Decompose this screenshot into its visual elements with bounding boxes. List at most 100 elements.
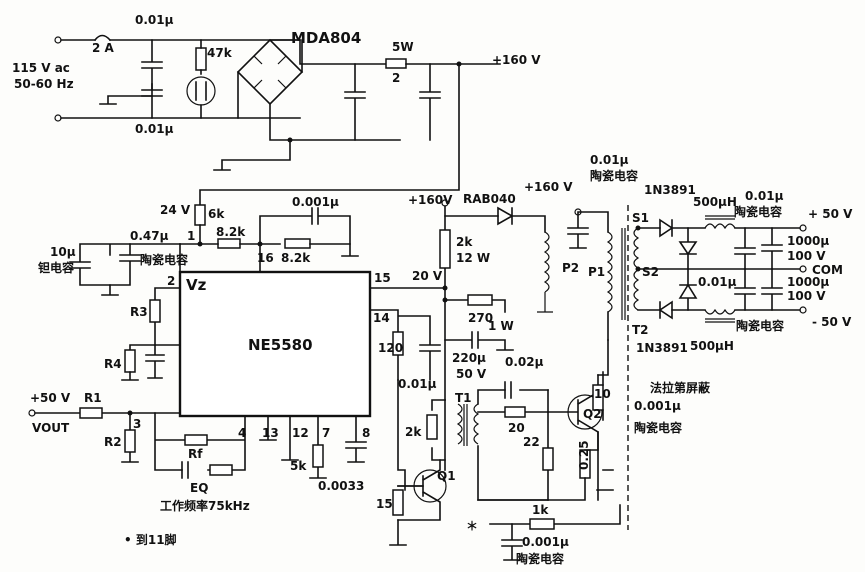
label-c-bot: 0.01μ (135, 122, 174, 136)
label-s1: S1 (632, 211, 649, 225)
label-5k: 5k (290, 459, 307, 473)
label-20v: 20 V (412, 269, 443, 283)
resistor-5w (385, 58, 407, 69)
label-pin4: 4 (238, 426, 246, 440)
label-2k: 2k (405, 425, 422, 439)
resistor-r4 (124, 349, 136, 373)
resistor-5k (312, 444, 324, 468)
label-001b: 0.01μ (590, 153, 629, 167)
diode-1n3891-b (658, 300, 673, 320)
label-100v-b: 100 V (787, 289, 826, 303)
resistor-20 (504, 406, 526, 418)
label-rf: Rf (188, 447, 203, 461)
label-t2: T2 (632, 323, 649, 337)
label-star: ＊ (466, 519, 478, 533)
label-025: 0.25 (577, 440, 591, 470)
resistor-22 (542, 447, 554, 471)
wire-r4-cap (129, 344, 181, 379)
resistor-r3 (149, 299, 161, 323)
label-500uh-b: 500μH (690, 339, 734, 353)
label-47k: 47k (207, 46, 233, 60)
p1-wires (567, 211, 609, 341)
t1-secondary (473, 403, 480, 445)
wire-pin2 (154, 287, 181, 346)
label-pin7: 7 (322, 426, 330, 440)
ceramic-cap-047 (109, 243, 181, 286)
cap-eq (181, 461, 189, 479)
resistor-r2 (124, 429, 136, 453)
label-pin12: 12 (292, 426, 309, 440)
inductor-500uh-b (704, 308, 736, 323)
text-labels: 115 V ac 50-60 Hz 2 A 0.01μ 0.01μ 47k MD… (12, 13, 853, 566)
label-vout: VOUT (32, 421, 70, 435)
wire-to-6k (199, 63, 460, 206)
label-q1: Q1 (437, 469, 456, 483)
capacitor-c-top (141, 39, 163, 119)
label-160v-b: +160V (408, 193, 453, 207)
label-001c: 0.01μ (745, 189, 784, 203)
ground-ac (99, 95, 153, 105)
resistor-2k-12w (439, 229, 451, 269)
cap-002 (504, 381, 512, 399)
resistor-47k (195, 47, 207, 71)
q2-wires (477, 339, 609, 501)
pin12-wire (281, 415, 299, 461)
label-vout-v: +50 V (30, 391, 71, 405)
label-ceramic2: 陶瓷电容 (634, 420, 682, 435)
label-500uh-a: 500μH (693, 195, 737, 209)
cap-001-out-bot (734, 268, 756, 311)
t1-primary (456, 403, 463, 445)
cap-0001-feedback (259, 207, 359, 257)
label-1n3891a: 1N3891 (644, 183, 696, 197)
label-eq: EQ (190, 481, 208, 495)
resistor-270 (467, 294, 493, 306)
label-c-top: 0.01μ (135, 13, 174, 27)
pin13-gnd (259, 415, 277, 441)
label-plus50: + 50 V (808, 207, 853, 221)
winding-p2 (537, 231, 553, 313)
label-20: 20 (508, 421, 525, 435)
label-rab: RAB040 (463, 192, 516, 206)
resistor-r1 (79, 407, 103, 419)
label-002: 0.02μ (505, 355, 544, 369)
label-50v: 50 V (456, 367, 487, 381)
bridge-diodes (253, 55, 287, 89)
bridge-dc-neg (269, 103, 401, 141)
label-0001a: 0.001μ (292, 195, 339, 209)
dot-s2 (635, 266, 641, 272)
label-freq: 工作频率75kHz (160, 498, 250, 513)
ground-dc (213, 139, 291, 171)
resistor-rf (184, 434, 208, 446)
label-1w: 1 W (488, 319, 514, 333)
secondary-s2 (633, 269, 640, 311)
terminal-plus50 (799, 224, 807, 232)
label-10: 10 (594, 387, 611, 401)
label-0001c: 0.001μ (522, 535, 569, 549)
label-001a: 0.01μ (398, 377, 437, 391)
label-tantalum: 钽电容 (38, 260, 74, 275)
label-r1: R1 (84, 391, 102, 405)
label-8k2-b: 8.2k (281, 251, 311, 265)
label-fuse: 2 A (92, 41, 115, 55)
label-p2: P2 (562, 261, 579, 275)
fuse (93, 34, 112, 42)
label-ceramic5: 陶瓷电容 (734, 204, 782, 219)
label-t1: T1 (455, 391, 472, 405)
cap-001-out-top (734, 227, 756, 270)
driver-section (397, 199, 629, 561)
cap-1000u-top (761, 227, 783, 270)
label-160v: +160 V (492, 53, 541, 67)
wire-rf-eq (154, 412, 246, 471)
label-pin14: 14 (373, 311, 390, 325)
clamp-diode-bot (678, 268, 698, 311)
neon-electrodes (195, 81, 207, 119)
label-24v: 24 V (160, 203, 191, 217)
label-vz: Vz (186, 276, 207, 294)
resistor-2k-t1 (426, 414, 438, 440)
pin7-wire (309, 415, 327, 479)
inductor-500uh-a (704, 215, 736, 230)
wire-rab040 (444, 215, 546, 233)
label-ac-in: 115 V ac (12, 61, 70, 75)
label-1000u-a: 1000μ (787, 234, 829, 248)
clamp-diode-top (678, 227, 698, 270)
